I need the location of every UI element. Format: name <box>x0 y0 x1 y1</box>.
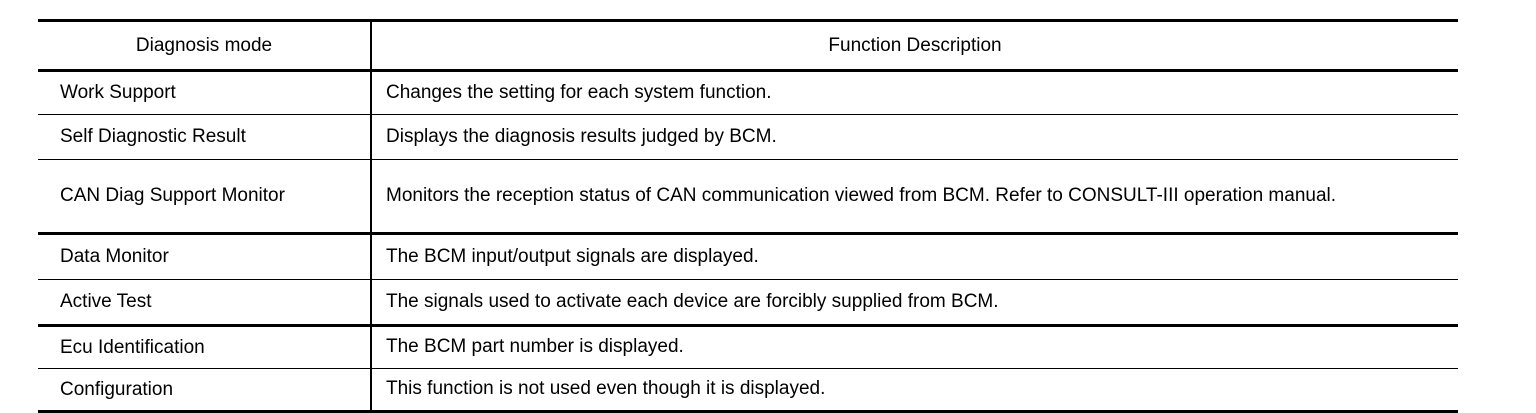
column-header-function-description: Function Description <box>371 20 1458 72</box>
table-row: Ecu Identification The BCM part number i… <box>38 325 1458 369</box>
function-description-text: Changes the setting for each system func… <box>386 81 772 103</box>
cell-function-description: The BCM part number is displayed. <box>371 325 1458 369</box>
table-header-row: Diagnosis mode Function Description <box>38 20 1458 72</box>
diagnosis-mode-table: Diagnosis mode Function Description Work… <box>38 19 1458 413</box>
column-header-diagnosis-mode: Diagnosis mode <box>38 20 372 72</box>
table-header: Diagnosis mode Function Description <box>38 20 1458 72</box>
cell-function-description: The signals used to activate each device… <box>371 279 1458 327</box>
function-description-text: This function is not used even though it… <box>386 378 826 400</box>
diagnosis-mode-label: Self Diagnostic Result <box>60 126 246 147</box>
function-description-text: The BCM part number is displayed. <box>386 336 684 358</box>
cell-function-description: Changes the setting for each system func… <box>371 70 1458 115</box>
function-description-text: The signals used to activate each device… <box>386 290 999 312</box>
cell-function-description: The BCM input/output signals are display… <box>371 233 1458 280</box>
cell-diagnosis-mode: Ecu Identification <box>38 325 372 369</box>
column-header-diagnosis-mode-label: Diagnosis mode <box>135 34 273 56</box>
table-row: Configuration This function is not used … <box>38 368 1458 412</box>
function-description-text: Displays the diagnosis results judged by… <box>386 125 777 147</box>
cell-function-description: This function is not used even though it… <box>371 368 1458 412</box>
table-row: Work Support Changes the setting for eac… <box>38 70 1458 115</box>
diagnosis-mode-label: Data Monitor <box>60 246 169 267</box>
table-row: Active Test The signals used to activate… <box>38 279 1458 327</box>
table-row: Data Monitor The BCM input/output signal… <box>38 233 1458 280</box>
cell-diagnosis-mode: Self Diagnostic Result <box>38 114 372 160</box>
diagnosis-mode-label: Work Support <box>60 82 176 103</box>
cell-function-description: Monitors the reception status of CAN com… <box>371 159 1458 235</box>
cell-diagnosis-mode: CAN Diag Support Monitor <box>38 159 372 235</box>
diagnosis-mode-label: Ecu Identification <box>60 336 205 358</box>
table-row: Self Diagnostic Result Displays the diag… <box>38 114 1458 160</box>
cell-diagnosis-mode: Work Support <box>38 70 372 115</box>
diagnosis-mode-label: Active Test <box>60 291 152 312</box>
cell-diagnosis-mode: Configuration <box>38 368 372 412</box>
cell-diagnosis-mode: Data Monitor <box>38 233 372 280</box>
table-body: Work Support Changes the setting for eac… <box>38 70 1458 412</box>
diagnosis-mode-label: Configuration <box>60 378 174 400</box>
function-description-text: The BCM input/output signals are display… <box>386 245 759 267</box>
cell-diagnosis-mode: Active Test <box>38 279 372 327</box>
column-header-function-description-label: Function Description <box>828 34 1002 56</box>
function-description-text: Monitors the reception status of CAN com… <box>386 184 1337 206</box>
diagnosis-mode-label: CAN Diag Support Monitor <box>60 185 285 206</box>
table-row: CAN Diag Support Monitor Monitors the re… <box>38 159 1458 235</box>
cell-function-description: Displays the diagnosis results judged by… <box>371 114 1458 160</box>
